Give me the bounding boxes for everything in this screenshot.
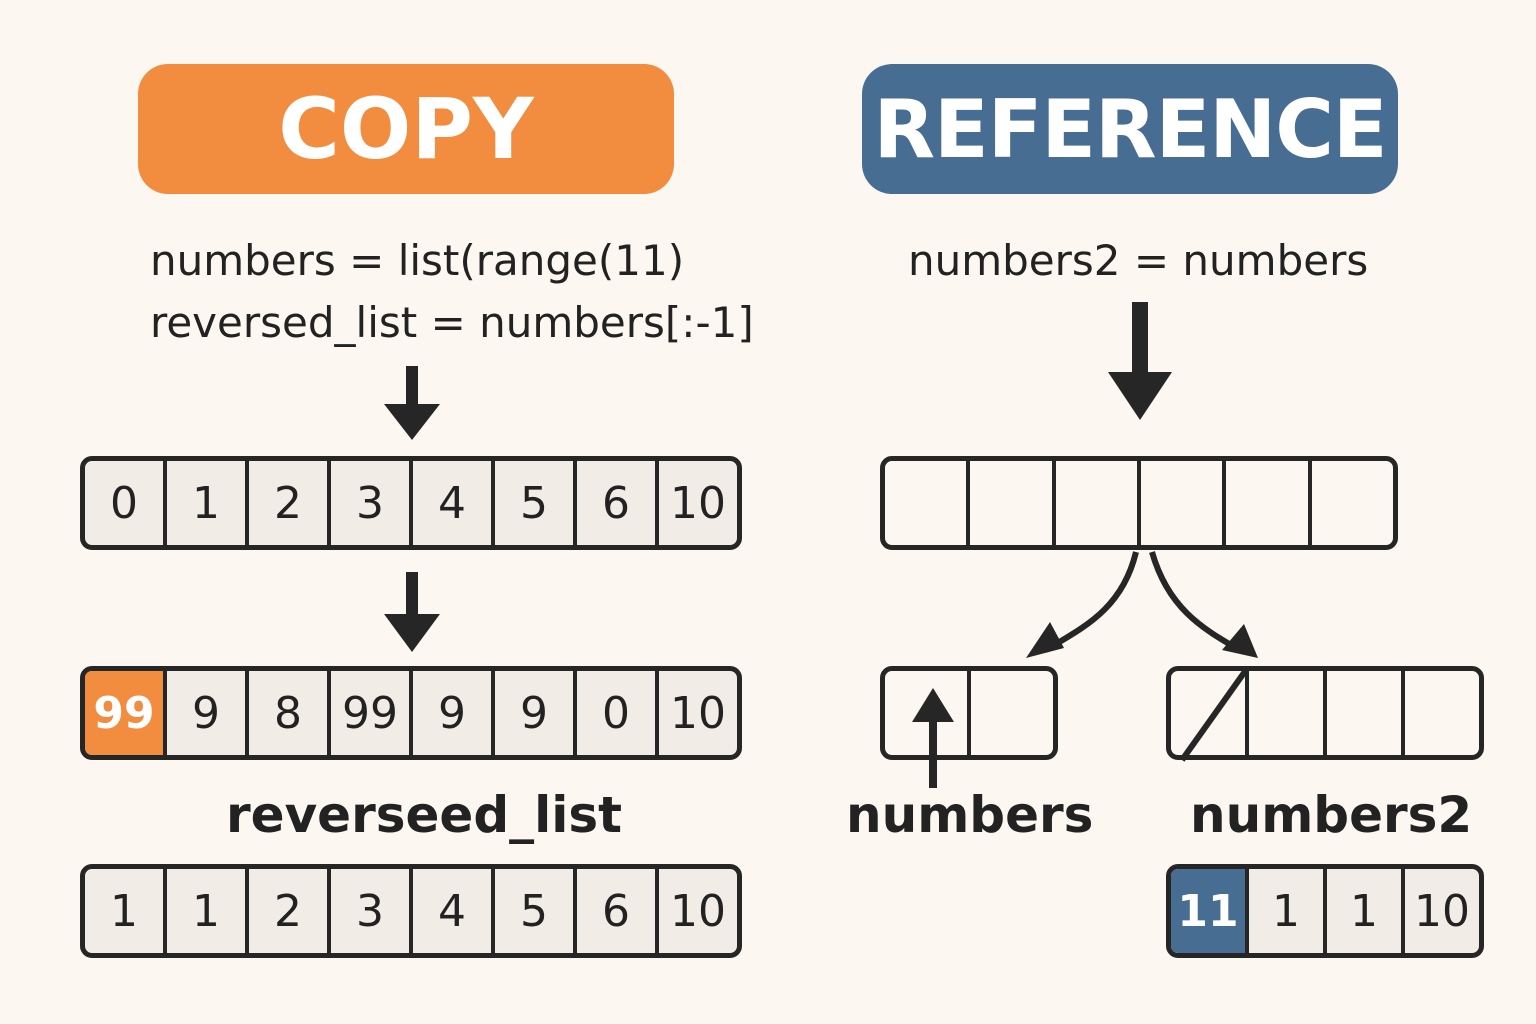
shared-list-array bbox=[880, 456, 1398, 550]
original-list-cell: 1 bbox=[167, 461, 249, 545]
copy-code-line-2: reversed_list = numbers[:-1] bbox=[150, 298, 754, 347]
numbers-box bbox=[880, 666, 1058, 760]
reference-title-badge: REFERENCE bbox=[862, 64, 1398, 194]
numbers2-label: numbers2 bbox=[1190, 786, 1473, 844]
numbers2-value-cell: 1 bbox=[1327, 869, 1405, 953]
reversed-list-cell: 5 bbox=[495, 869, 577, 953]
numbers-box-cell bbox=[885, 671, 971, 755]
modified-list-cell: 9 bbox=[413, 671, 495, 755]
numbers2-values-array: 11 1 1 10 bbox=[1166, 864, 1484, 958]
numbers-up-arrow bbox=[912, 688, 954, 788]
original-list-cell: 2 bbox=[249, 461, 331, 545]
reference-code-line: numbers2 = numbers bbox=[908, 236, 1369, 285]
reference-title: REFERENCE bbox=[873, 82, 1387, 176]
modified-list-cell: 8 bbox=[249, 671, 331, 755]
copy-down-arrow-2 bbox=[384, 572, 440, 652]
original-list-cell: 0 bbox=[85, 461, 167, 545]
reference-curved-arrow-right bbox=[1149, 551, 1258, 658]
original-list-cell: 10 bbox=[670, 477, 726, 529]
shared-list-cell bbox=[1226, 461, 1312, 545]
original-list-array: 0 1 2 3 4 5 6 10 bbox=[80, 456, 742, 550]
reversed-list-array: 1 1 2 3 4 5 6 10 bbox=[80, 864, 742, 958]
shared-list-cell bbox=[1141, 461, 1227, 545]
reversed-list-label: reverseed_list bbox=[226, 786, 623, 844]
reference-down-arrow bbox=[1108, 302, 1172, 420]
numbers2-value-cell: 1 bbox=[1249, 869, 1327, 953]
reversed-list-cell: 4 bbox=[413, 869, 495, 953]
numbers2-box-cell bbox=[1171, 671, 1249, 755]
shared-list-cell bbox=[885, 461, 971, 545]
numbers2-value-cell-highlighted: 11 bbox=[1171, 869, 1249, 953]
modified-list-cell: 99 bbox=[331, 671, 413, 755]
copy-code-line-1: numbers = list(range(11) bbox=[150, 236, 685, 285]
numbers2-slash bbox=[1179, 668, 1249, 762]
numbers2-value-cell: 10 bbox=[1414, 885, 1470, 937]
reversed-list-cell: 6 bbox=[577, 869, 659, 953]
copy-title-badge: COPY bbox=[138, 64, 674, 194]
shared-list-cell bbox=[970, 461, 1056, 545]
reference-curved-arrow-left bbox=[1026, 551, 1139, 658]
reversed-list-cell: 3 bbox=[331, 869, 413, 953]
modified-list-array: 99 9 8 99 9 9 0 10 bbox=[80, 666, 742, 760]
copy-down-arrow-1 bbox=[384, 366, 440, 440]
modified-list-cell: 0 bbox=[577, 671, 659, 755]
modified-list-cell: 10 bbox=[670, 687, 726, 739]
original-list-cell: 6 bbox=[577, 461, 659, 545]
modified-list-cell: 9 bbox=[495, 671, 577, 755]
reversed-list-cell: 10 bbox=[670, 885, 726, 937]
numbers2-box-cell bbox=[1327, 671, 1405, 755]
original-list-cell: 5 bbox=[495, 461, 577, 545]
numbers2-box-cell bbox=[1249, 671, 1327, 755]
numbers-label: numbers bbox=[846, 786, 1094, 844]
original-list-cell: 4 bbox=[413, 461, 495, 545]
reversed-list-cell: 1 bbox=[167, 869, 249, 953]
original-list-cell: 3 bbox=[331, 461, 413, 545]
modified-list-cell-highlighted: 99 bbox=[85, 671, 167, 755]
copy-title: COPY bbox=[278, 80, 534, 178]
shared-list-cell bbox=[1056, 461, 1141, 545]
reversed-list-cell: 2 bbox=[249, 869, 331, 953]
modified-list-cell: 9 bbox=[167, 671, 249, 755]
reversed-list-cell: 1 bbox=[85, 869, 167, 953]
